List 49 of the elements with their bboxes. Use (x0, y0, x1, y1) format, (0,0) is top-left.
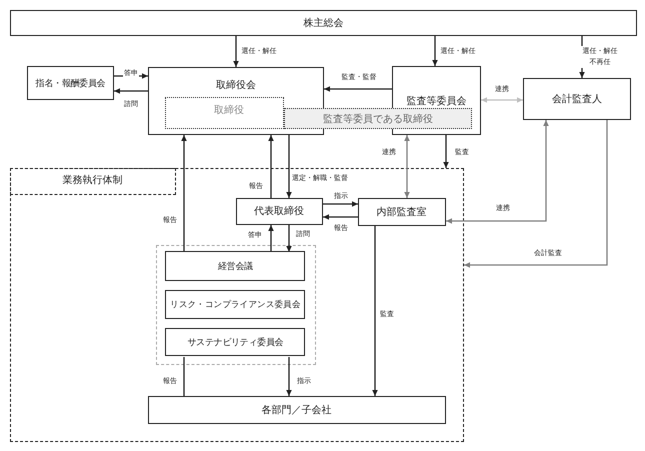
organization-area (10, 168, 464, 442)
director-box (164, 96, 284, 129)
node-label: 会計監査人 (552, 92, 602, 106)
node-label: 取締役 (214, 104, 244, 117)
arrow (268, 135, 274, 198)
audit-office-box (358, 198, 446, 226)
arrow (233, 36, 239, 67)
arrow (286, 357, 292, 396)
committee-box (165, 328, 306, 356)
group-box (156, 244, 316, 365)
arrow (372, 226, 378, 396)
node-label: 代表取締役 (254, 204, 304, 218)
arrow (481, 97, 523, 103)
arrow (324, 86, 392, 92)
node-label: 監査等委員会 (406, 94, 466, 108)
director-box (284, 108, 472, 129)
connector-line (183, 357, 185, 396)
committee-box (27, 66, 114, 100)
arrow (443, 135, 449, 168)
arrow (404, 135, 410, 198)
node-label: 各部門／子会社 (262, 404, 332, 417)
arrow (323, 201, 358, 207)
arrow (181, 135, 187, 252)
board-box (148, 67, 324, 135)
board-title: 取締役会 (215, 78, 257, 92)
department-box (148, 396, 446, 424)
node-label: 株主総会 (304, 16, 344, 30)
arrow (268, 225, 274, 252)
arrow (432, 36, 438, 66)
arrow (579, 36, 585, 78)
auditor-box (523, 78, 631, 120)
arrow (114, 88, 148, 94)
section-heading: 業務執行体制 (10, 168, 176, 195)
meeting-box (165, 251, 306, 282)
arrow (323, 214, 358, 220)
node-label: 指名・報酬委員会 (36, 77, 106, 90)
meeting-box (10, 10, 637, 36)
node-label: サステナビリティ委員会 (188, 336, 284, 349)
arrow (286, 225, 292, 252)
node-label: リスク・コンプライアンス委員会 (170, 298, 301, 311)
node-label: 監査等委員である取締役 (323, 112, 433, 126)
arrow (114, 73, 148, 79)
arrow (286, 135, 292, 198)
arrow (464, 120, 608, 268)
arrow (446, 120, 549, 224)
executive-box (236, 198, 323, 225)
node-label: 内部監査室 (376, 206, 427, 219)
committee-box (165, 290, 306, 320)
node-label: 経営会議 (218, 260, 253, 273)
